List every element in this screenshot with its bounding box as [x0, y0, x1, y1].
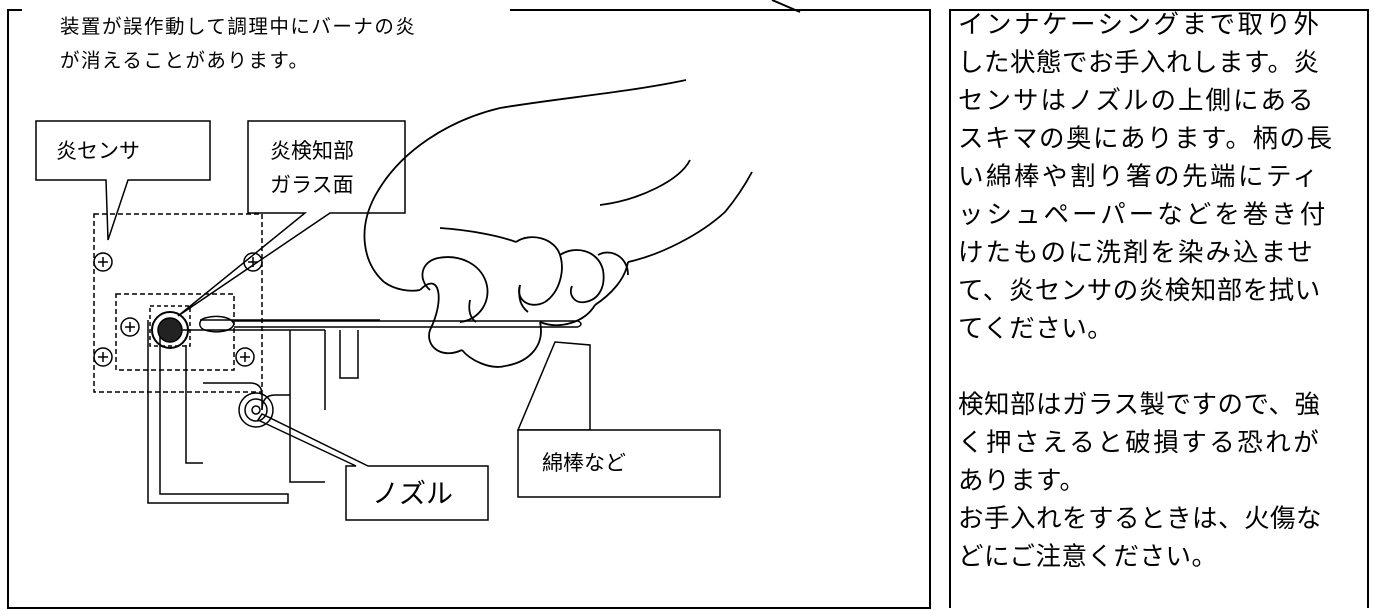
instructions-paragraph-2: 検知部はガラス製ですので、強 く押さえると破損する恐れが あります。 お手入れを… [958, 386, 1368, 576]
instruction-line: い綿棒や割り箸の先端にティ [958, 162, 1321, 192]
top-diagonal-line [771, 0, 801, 13]
burner-body [147, 320, 289, 504]
cleaning-instructions: インナケーシングまで取り外 した状態でお手入れします。炎 センサはノズルの上側に… [958, 6, 1368, 576]
flame-detector-lens [151, 311, 189, 349]
instruction-line: 検知部はガラス製ですので、強 [958, 390, 1321, 420]
instruction-line: インナケーシングまで取り外 [958, 10, 1322, 40]
detector-box-dashed [149, 305, 191, 347]
right-panel-frame [949, 9, 1369, 608]
instruction-line: てください。 [958, 314, 1114, 344]
flame-sensor-callout [35, 120, 211, 241]
instruction-line: けたものに洗剤を染み込ませ [958, 238, 1315, 268]
instruction-line: センサはノズルの上側にある [958, 86, 1316, 116]
flame-sensor-label: 炎センサ [56, 139, 140, 163]
instruction-line: く押さえると破損する恐れが [958, 428, 1322, 458]
instruction-line: スキマの奥にあります。柄の長 [958, 124, 1334, 154]
nozzle-label: ノズル [372, 479, 453, 510]
screw-icons [93, 252, 263, 367]
detector-glass-label-1: 炎検知部 [270, 139, 354, 163]
instruction-line: お手入れをするときは、火傷な [958, 504, 1323, 534]
cotton-swab-box [517, 429, 721, 498]
warning-line-1: 装置が誤作動して調理中にバーナの炎 [60, 15, 417, 38]
instruction-line: した状態でお手入れします。炎 [958, 48, 1320, 78]
nozzle-callout [256, 413, 489, 521]
cotton-swab-label: 綿棒など [542, 451, 626, 475]
instruction-line: どにご注意ください。 [958, 542, 1218, 572]
instruction-line: あります。 [958, 466, 1086, 496]
malfunction-warning: 装置が誤作動して調理中にバーナの炎 が消えることがあります。 [30, 10, 470, 78]
instruction-line: て、炎センサの炎検知部を拭い [958, 276, 1321, 306]
cotton-swab-icon [199, 315, 582, 333]
detector-glass-callout [177, 120, 406, 317]
instructions-paragraph-1: インナケーシングまで取り外 した状態でお手入れします。炎 センサはノズルの上側に… [958, 6, 1368, 348]
hand-icon [363, 79, 753, 368]
instruction-line: ッシュペーパーなどを巻き付 [958, 200, 1329, 230]
warning-line-2: が消えることがあります。 [60, 49, 310, 72]
sensor-bracket-dashed [115, 293, 235, 371]
sensor-plate-dashed [93, 213, 263, 393]
left-panel-frame [7, 9, 931, 609]
nozzle-icon [238, 392, 274, 428]
detector-glass-label-2: ガラス面 [270, 173, 354, 197]
